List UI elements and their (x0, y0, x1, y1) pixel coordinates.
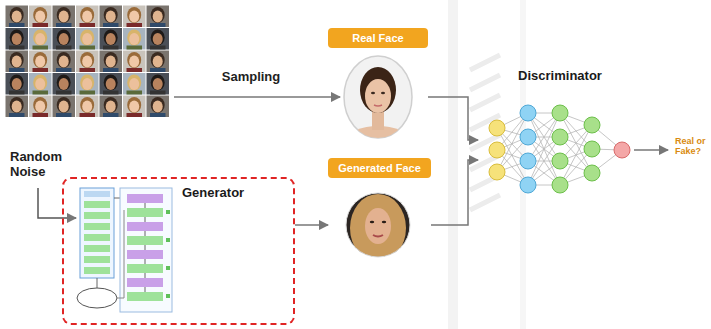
input-label: Random Noise (10, 150, 72, 180)
node-title: Discriminator (518, 68, 602, 83)
sampling-arrow (174, 97, 340, 98)
generated-face-picture (346, 193, 410, 262)
face-dataset-grid (5, 5, 169, 118)
arrow-label: Sampling (206, 70, 296, 85)
noise-arrow (38, 188, 76, 218)
real-face-node: Real Face (328, 28, 428, 138)
generator-box: Generator (62, 177, 295, 325)
real-face-picture (344, 56, 412, 154)
connector-arrow (295, 224, 328, 226)
discriminator-node: Discriminator (478, 66, 642, 206)
background-stripes (448, 0, 526, 329)
node-title: Generated Face (328, 158, 431, 178)
discriminator-network (489, 105, 630, 193)
generator-architecture (77, 188, 172, 312)
node-title: Generator (64, 179, 248, 200)
generated-face-node: Generated Face (328, 158, 431, 261)
connector-arrow (431, 160, 478, 225)
output-label: Real or Fake? (675, 136, 709, 157)
connector-arrow (428, 97, 478, 140)
node-title: Real Face (328, 28, 428, 48)
output-arrow (634, 150, 668, 151)
